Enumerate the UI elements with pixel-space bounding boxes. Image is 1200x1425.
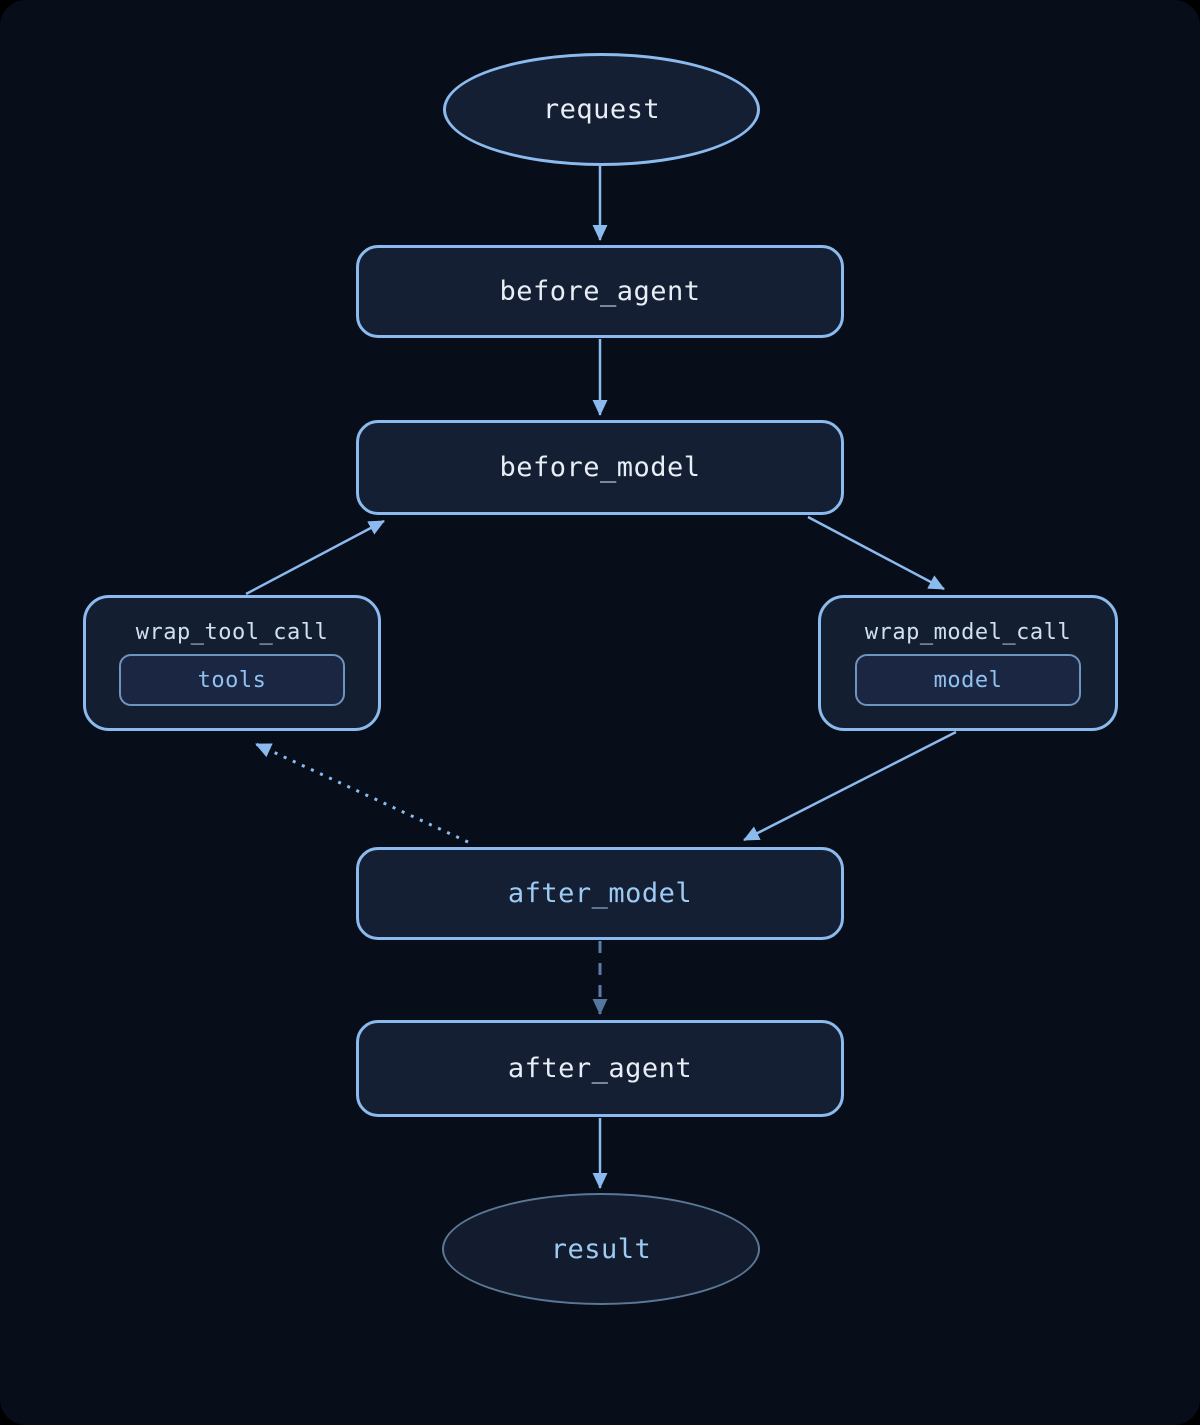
node-tools: tools xyxy=(119,654,345,706)
edge-after_model-wrap_tool_call xyxy=(255,742,469,844)
node-before-agent-label: before_agent xyxy=(499,276,701,307)
node-result-label: result xyxy=(550,1233,652,1265)
node-wrap-tool-call-title: wrap_tool_call xyxy=(135,620,329,645)
node-model: model xyxy=(855,654,1081,706)
node-after-model-label: after_model xyxy=(507,878,693,909)
node-model-label: model xyxy=(933,667,1003,693)
node-before-model: before_model xyxy=(356,420,844,515)
node-result: result xyxy=(442,1193,760,1305)
edge-before_model-wrap_model_call xyxy=(807,515,945,591)
node-after-model: after_model xyxy=(356,847,844,940)
edge-wrap_tool_call-before_model xyxy=(245,519,385,596)
node-after-agent: after_agent xyxy=(356,1020,844,1117)
node-wrap-model-call-title: wrap_model_call xyxy=(864,620,1072,645)
node-wrap-tool-call: wrap_tool_call tools xyxy=(83,595,381,731)
node-request-label: request xyxy=(542,94,661,125)
node-wrap-model-call: wrap_model_call model xyxy=(818,595,1118,731)
node-after-agent-label: after_agent xyxy=(507,1053,693,1084)
node-before-agent: before_agent xyxy=(356,245,844,338)
node-request: request xyxy=(443,53,760,166)
edge-wrap_model_call-after_model xyxy=(743,730,957,842)
node-tools-label: tools xyxy=(197,667,267,693)
node-before-model-label: before_model xyxy=(499,452,701,483)
